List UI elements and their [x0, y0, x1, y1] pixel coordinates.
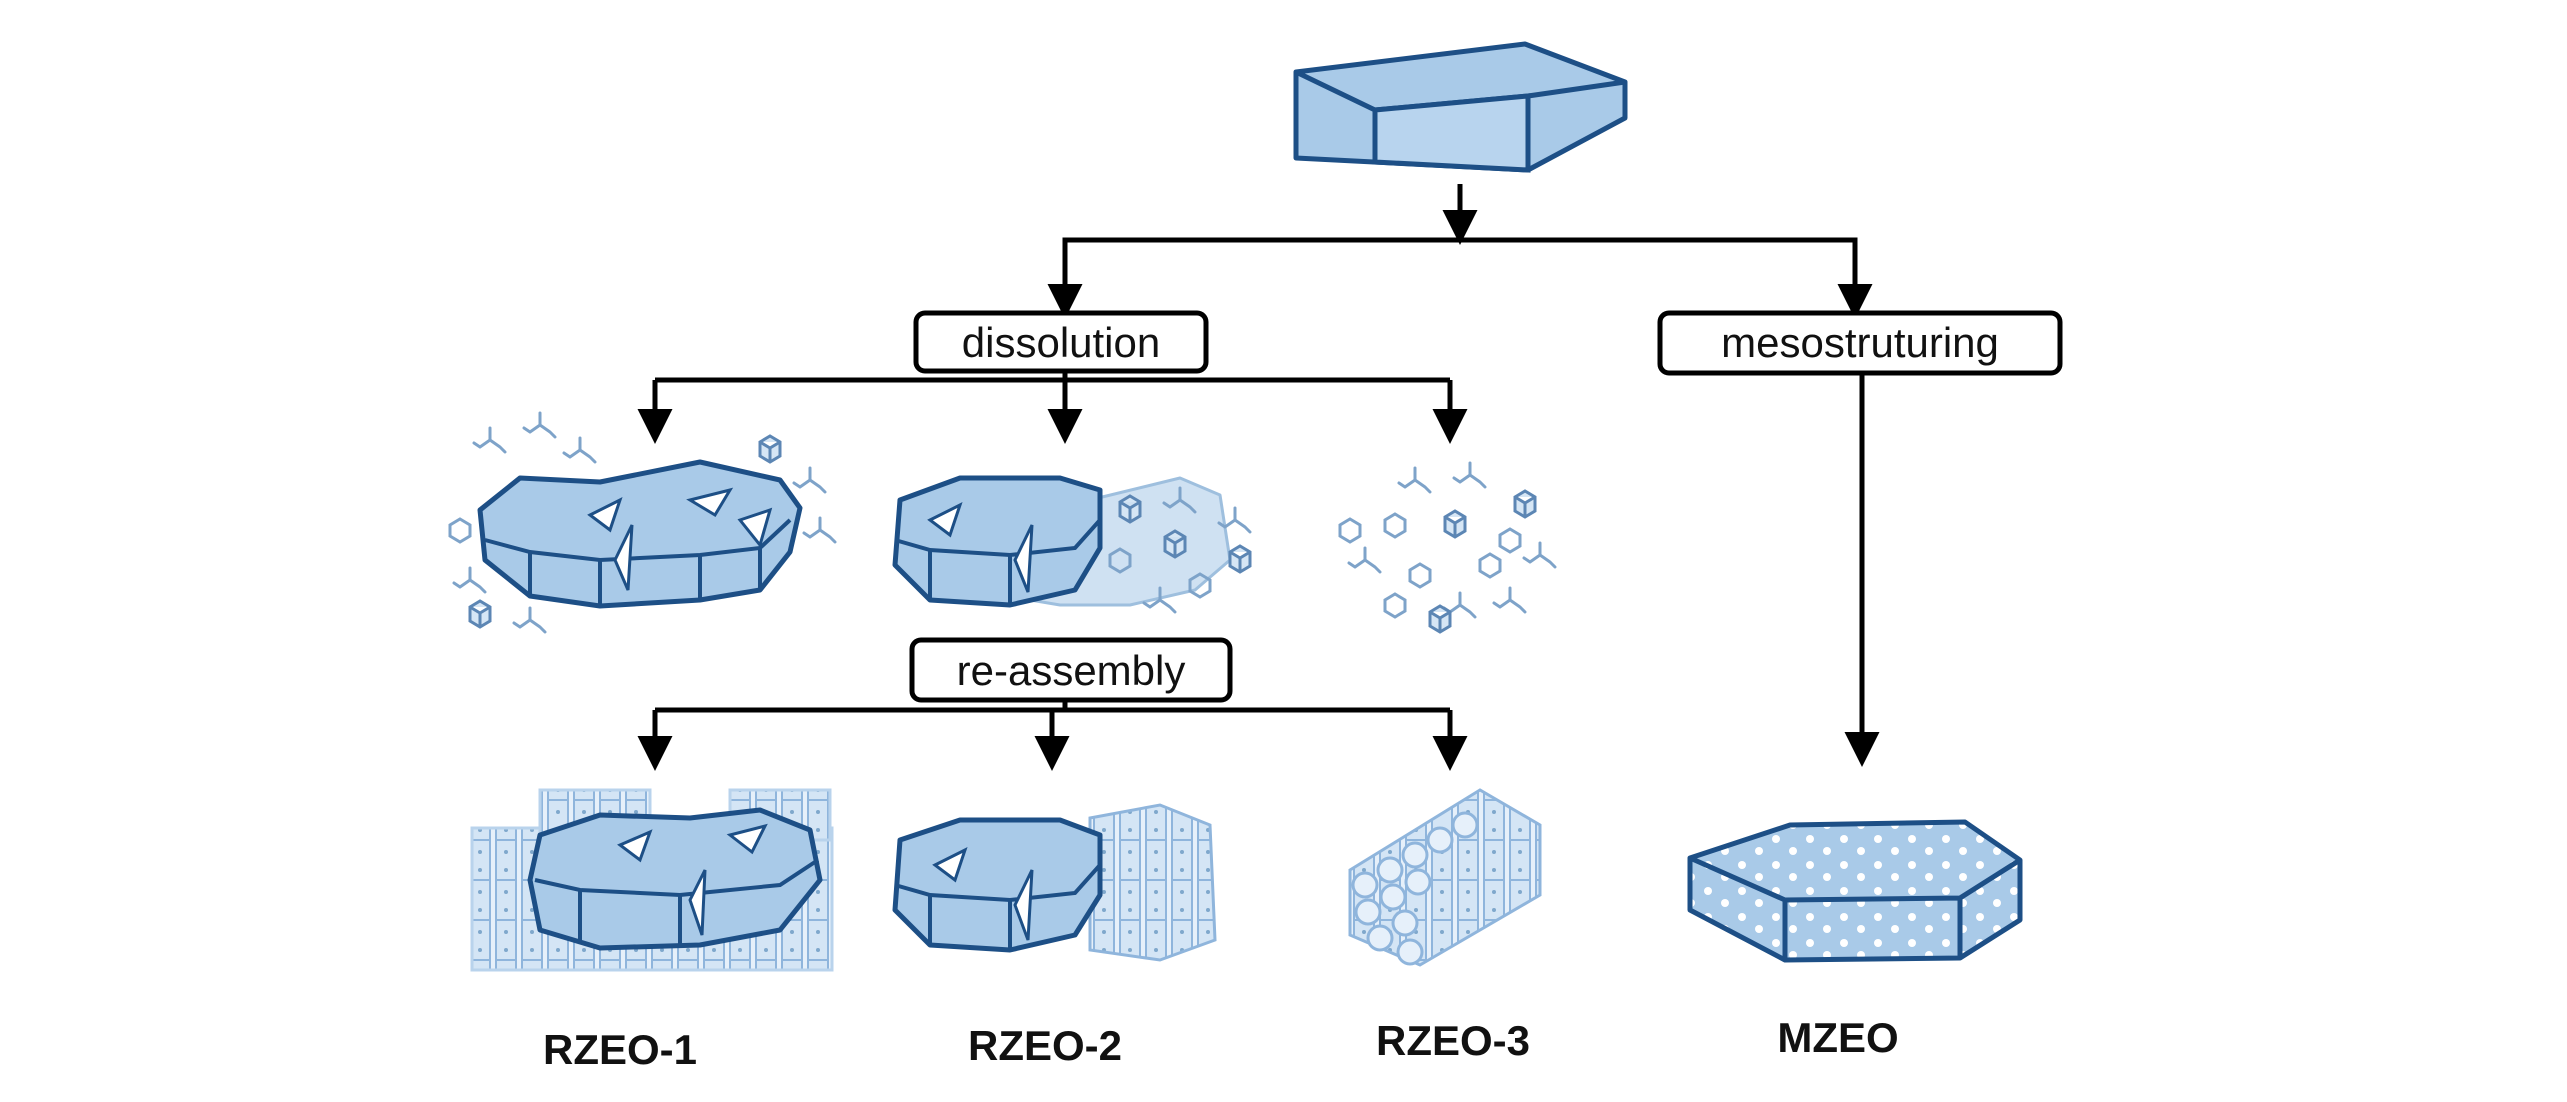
rzeo-1-icon [470, 788, 834, 972]
rzeo-2-label: RZEO-2 [968, 1022, 1122, 1069]
rzeo-2-icon [892, 803, 1217, 962]
dissolution-label: dissolution [962, 319, 1160, 366]
dissolved-fragments-icon [1338, 461, 1557, 634]
flow-connectors [637, 184, 1880, 771]
rzeo-3-label: RZEO-3 [1376, 1017, 1530, 1064]
mesostructuring-label: mesostruturing [1721, 319, 1999, 366]
rzeo-3-icon [1348, 788, 1542, 967]
top-split-bar [1062, 237, 1858, 247]
dissolution-box: dissolution [913, 310, 1209, 374]
parent-zeolite-crystal-icon [1293, 41, 1628, 173]
partially-dissolved-crystal-2-icon [892, 475, 1252, 614]
mesostructuring-box: mesostruturing [1657, 310, 2063, 376]
mzeo-label: MZEO [1777, 1014, 1898, 1061]
mzeo-crystal-icon [1687, 819, 2023, 963]
reassembly-box: re-assembly [909, 637, 1233, 703]
partially-dissolved-crystal-1-icon [448, 411, 837, 634]
rzeo-1-label: RZEO-1 [543, 1026, 697, 1073]
reassembly-label: re-assembly [957, 647, 1186, 694]
